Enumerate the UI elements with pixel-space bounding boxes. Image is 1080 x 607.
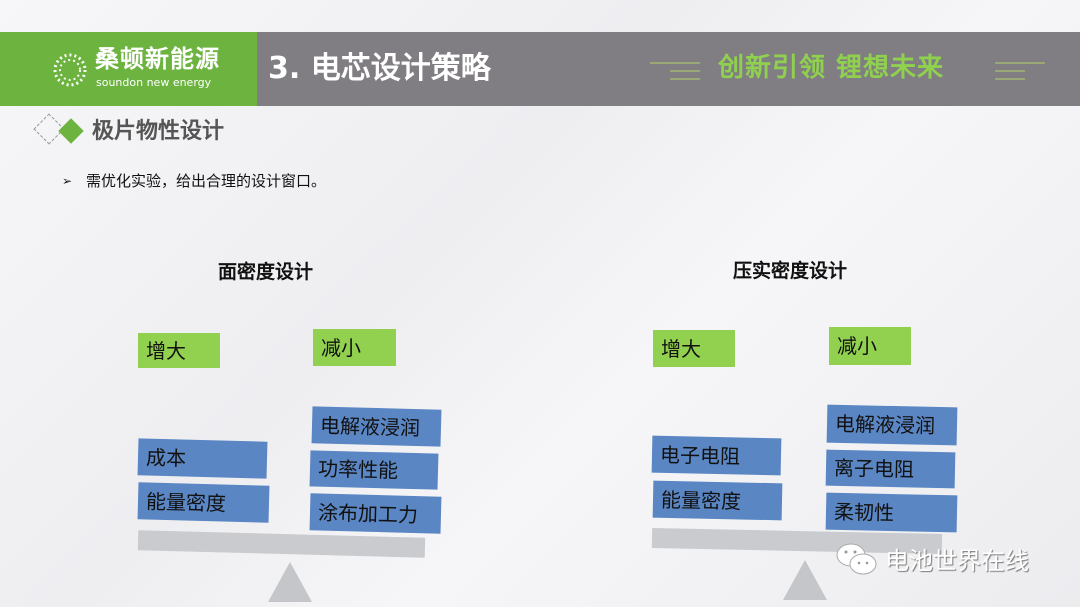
watermark-text: 电池世界在线 <box>885 547 1029 575</box>
left-inc-item: 能量密度 <box>137 482 270 523</box>
section-subtitle: 极片物性设计 <box>92 119 225 144</box>
decor-line <box>650 62 700 64</box>
header-title-area <box>257 32 1080 106</box>
right-dec-item: 电解液浸润 <box>826 404 958 446</box>
right-increase-label: 增大 <box>653 330 735 367</box>
page-title: 3. 电芯设计策略 <box>268 51 491 86</box>
right-dec-item: 离子电阻 <box>825 449 956 489</box>
slogan: 创新引领 锂想未来 <box>718 53 945 83</box>
wechat-icon <box>836 543 877 575</box>
decor-line <box>995 70 1025 72</box>
right-dec-item: 柔韧性 <box>825 492 958 533</box>
decor-line <box>670 78 700 80</box>
sun-logo-icon <box>53 53 87 87</box>
right-title: 压实密度设计 <box>733 260 848 282</box>
decor-line <box>995 78 1025 80</box>
right-fulcrum <box>783 560 827 600</box>
right-decrease-label: 减小 <box>829 327 911 365</box>
logo-text-en: soundon new energy <box>96 76 212 89</box>
decor-line <box>995 62 1045 64</box>
decor-line <box>670 70 700 72</box>
logo-text-cn: 桑顿新能源 <box>95 45 220 73</box>
left-dec-item: 电解液浸润 <box>311 406 442 447</box>
diamond-icon <box>58 118 84 144</box>
left-balance-beam <box>137 530 426 558</box>
arrow-bullet-icon: ➢ <box>62 174 73 188</box>
left-dec-item: 功率性能 <box>309 450 439 490</box>
left-inc-item: 成本 <box>137 438 268 479</box>
left-fulcrum <box>268 562 312 602</box>
bullet-text: 需优化实验，给出合理的设计窗口。 <box>86 172 327 190</box>
left-increase-label: 增大 <box>138 333 220 368</box>
right-inc-item: 电子电阻 <box>651 435 782 476</box>
left-title: 面密度设计 <box>218 261 314 283</box>
right-inc-item: 能量密度 <box>652 480 783 521</box>
left-dec-item: 涂布加工力 <box>309 493 442 534</box>
left-decrease-label: 减小 <box>313 329 396 366</box>
header-logo-area <box>0 32 257 106</box>
